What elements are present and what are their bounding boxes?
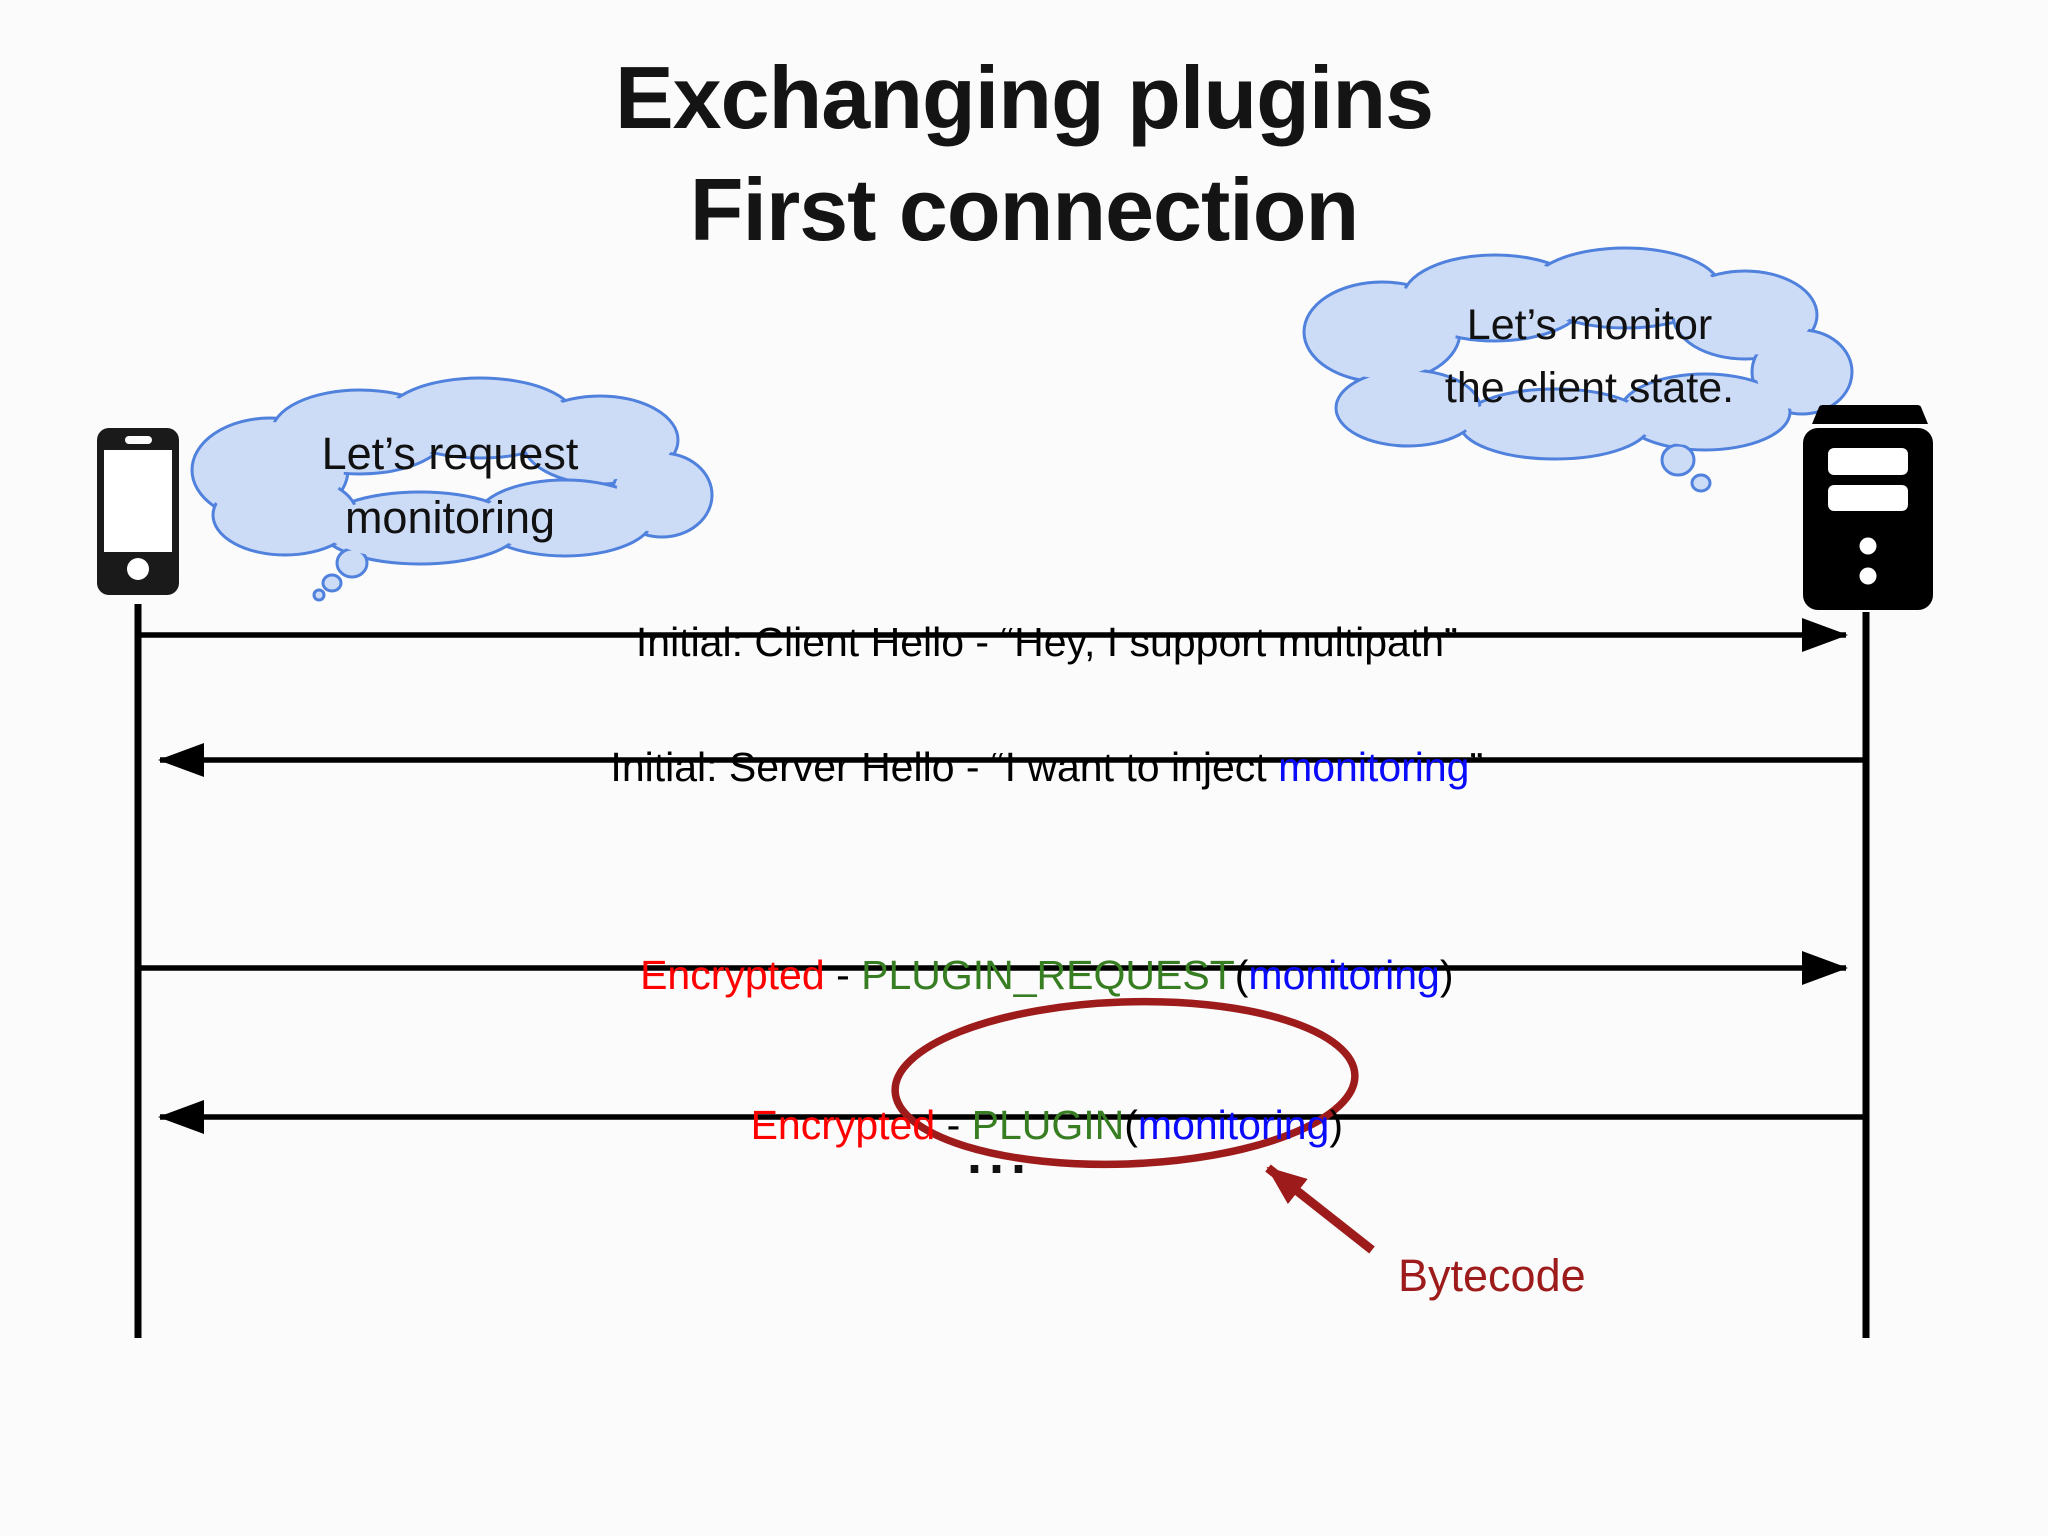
- message-text: -: [935, 1102, 972, 1148]
- monitoring-keyword: monitoring: [1248, 952, 1440, 998]
- server-thought-line-1: Let’s monitor: [1466, 301, 1713, 349]
- message-text: ): [1439, 952, 1454, 998]
- monitoring-keyword: monitoring: [1137, 1102, 1330, 1148]
- server-thought-trail: [1660, 443, 1696, 477]
- message-text: ”: [1469, 744, 1484, 790]
- message-plugin-request: Encrypted - PLUGIN_REQUEST(monitoring): [0, 905, 2048, 1046]
- bytecode-highlight-ellipse: [891, 997, 1359, 1169]
- client-thought-line-2: monitoring: [344, 492, 556, 543]
- server-thought-line-2: the client state.: [1444, 364, 1735, 412]
- message-text: (: [1234, 952, 1249, 998]
- message-text: (: [1124, 1102, 1138, 1148]
- message-plugin: Encrypted - PLUGIN(monitoring): [0, 1055, 2048, 1196]
- server-thought-cloud-fill: [1308, 252, 1848, 455]
- bytecode-annotation-arrow: [1265, 1164, 1375, 1254]
- bytecode-label: Bytecode: [1398, 1250, 1586, 1301]
- title-line-1: Exchanging plugins: [614, 48, 1434, 147]
- encrypted-keyword: Encrypted: [640, 952, 825, 998]
- title-line-2: First connection: [689, 160, 1360, 259]
- client-thought-text: Let’s request monitoring: [200, 422, 700, 550]
- monitoring-keyword: monitoring: [1278, 744, 1470, 790]
- client-thought-line-1: Let’s request: [321, 428, 579, 479]
- continuation-ellipsis: ...: [966, 1125, 1033, 1185]
- server-icon: [1803, 405, 1933, 610]
- client-thought-cloud-fill: [196, 382, 708, 560]
- message-text: Initial: Client Hello - “Hey, I support …: [635, 619, 1458, 665]
- message-client-hello: Initial: Client Hello - “Hey, I support …: [0, 572, 2048, 713]
- plugin-request-keyword: PLUGIN_REQUEST: [861, 952, 1235, 998]
- message-server-hello: Initial: Server Hello - “I want to injec…: [0, 697, 2048, 838]
- slide-title: Exchanging plugins First connection: [0, 42, 2048, 266]
- plugin-keyword: PLUGIN: [971, 1102, 1125, 1148]
- encrypted-keyword: Encrypted: [750, 1102, 936, 1148]
- message-text: Initial: Server Hello - “I want to injec…: [610, 744, 1279, 790]
- server-thought-text: Let’s monitor the client state.: [1352, 294, 1827, 420]
- message-text: ): [1329, 1102, 1344, 1148]
- message-text: -: [824, 952, 862, 998]
- smartphone-icon: [97, 428, 179, 595]
